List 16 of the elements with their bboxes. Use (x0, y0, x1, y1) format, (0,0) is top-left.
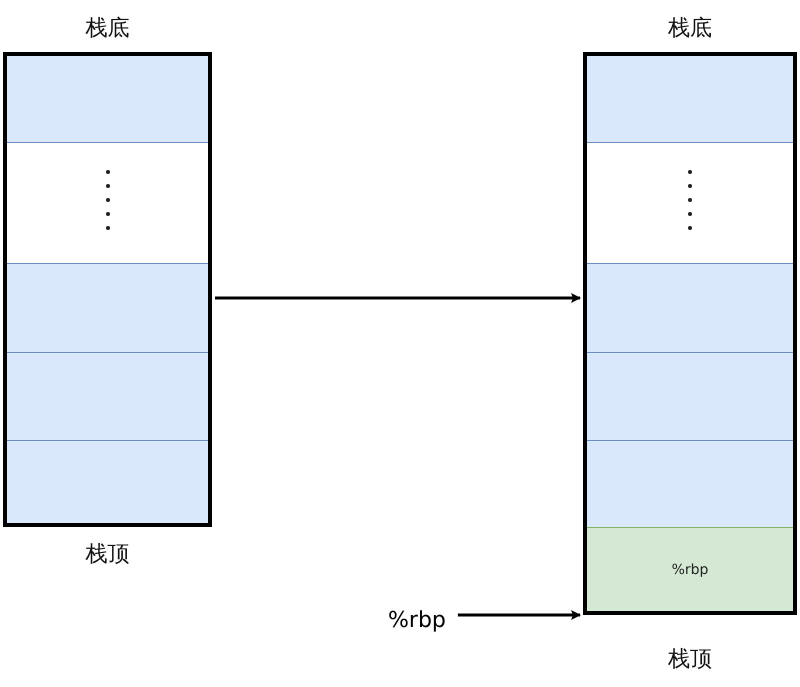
stack-cell (7, 263, 208, 352)
stack-label: 栈顶 (668, 646, 712, 674)
arrow (458, 610, 581, 620)
stack-label: 栈底 (668, 15, 712, 43)
arrow (215, 293, 581, 303)
stack-cell (7, 56, 208, 142)
stack-cell (7, 352, 208, 440)
stack-cell (587, 56, 793, 142)
stack-cell (587, 440, 793, 527)
stack-label: 栈顶 (86, 541, 130, 569)
register-cell: %rbp (587, 527, 793, 611)
stack-cell (587, 263, 793, 352)
stack-label: 栈底 (86, 15, 130, 43)
register-label: %rbp (388, 608, 446, 633)
stack-cell (7, 440, 208, 523)
stack-cell (587, 352, 793, 440)
